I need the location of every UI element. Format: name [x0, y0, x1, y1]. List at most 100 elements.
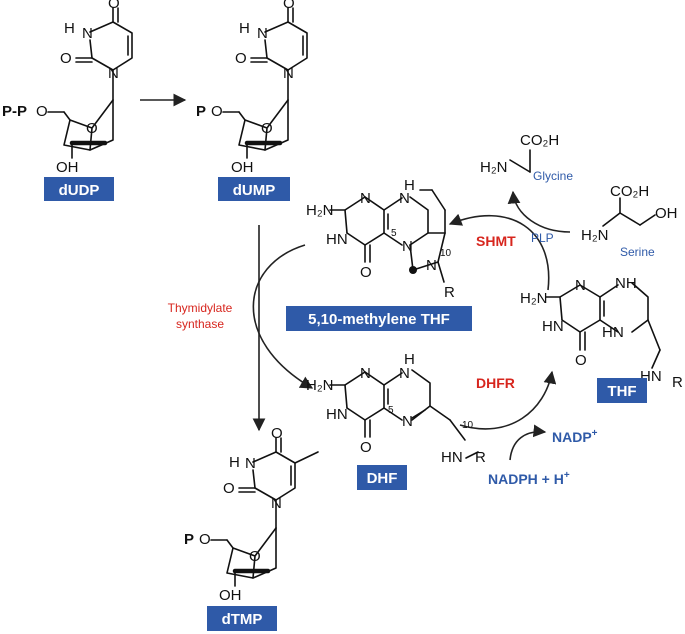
dump-h: H: [239, 20, 250, 37]
dudp-badge: [44, 177, 114, 201]
dudp-label: dUDP: [59, 182, 100, 199]
dudp-o-ring: O: [86, 120, 98, 137]
dtmp-o-left: O: [223, 480, 235, 497]
dtmp-h: H: [229, 454, 240, 471]
dudp-pp: P-P: [2, 103, 27, 120]
methylene-thf-badge: [286, 306, 472, 331]
mthf-o: O: [360, 264, 372, 281]
arrow-methylene-dhf: [252, 244, 314, 389]
dudp-o-left: O: [60, 50, 72, 67]
dump-o-phos: O: [211, 103, 223, 120]
dtmp-oh: OH: [219, 587, 242, 604]
dhf-o: O: [360, 439, 372, 456]
thf-r: R: [672, 374, 683, 391]
shmt-label: SHMT: [476, 233, 516, 249]
nadph-label: NADPH + H+: [488, 470, 570, 487]
dhf-label: DHF: [367, 470, 398, 487]
glycine-label: Glycine: [533, 169, 573, 183]
dtmp-o-phos: O: [199, 531, 211, 548]
mthf-n5: N: [402, 238, 413, 255]
serine-oh: OH: [655, 205, 678, 222]
serine-h2n: H₂N: [581, 227, 609, 244]
methylene-thf-structure: H₂N N N H HN N 5 O N 10 R: [306, 177, 455, 301]
dtmp-structure: O O O H N N OH P O: [184, 425, 319, 604]
dtmp-n1: N: [245, 455, 256, 472]
plp-label: PLP: [531, 231, 554, 245]
dudp-n3: N: [108, 65, 119, 82]
dtmp-badge: [207, 606, 277, 631]
mthf-n2: N: [399, 190, 410, 207]
dudp-h: H: [64, 20, 75, 37]
thymidylate-synthase-line1: Thymidylate: [168, 301, 233, 315]
dump-o-left: O: [235, 50, 247, 67]
serine-label: Serine: [620, 245, 655, 259]
thf-badge: [597, 378, 647, 403]
arrow-thf-methylene: [448, 213, 550, 291]
dhf-pos10: 10: [462, 420, 474, 431]
arrow-dhf-thf: [459, 370, 557, 430]
dump-oh: OH: [231, 159, 254, 176]
dudp-o-phos: O: [36, 103, 48, 120]
dhf-n5: N: [402, 413, 413, 430]
thf-structure: H₂N N NH HN N H O HN R: [520, 275, 683, 391]
serine-co2h: CO₂H: [610, 183, 649, 200]
dump-label: dUMP: [233, 182, 276, 199]
thf-label: THF: [607, 383, 636, 400]
dudp-n1: N: [82, 25, 93, 42]
dhfr-label: DHFR: [476, 375, 515, 391]
nadph-text: NADPH + H: [488, 471, 564, 487]
glycine-h2n: H₂N: [480, 159, 508, 176]
mthf-pos5: 5: [391, 228, 397, 239]
dump-badge: [218, 177, 290, 201]
dhf-hn: HN: [326, 406, 348, 423]
thf-h2n: H₂N: [520, 290, 548, 307]
arrow-nadph-nadp: [509, 424, 547, 461]
dtmp-p: P: [184, 531, 194, 548]
thymidylate-synthase-line2: synthase: [176, 317, 224, 331]
dump-structure: O O O H N N OH P O: [196, 0, 308, 176]
dhf-h-top: H: [404, 351, 415, 368]
thf-nh-top: NH: [615, 275, 637, 292]
thf-hn: HN: [542, 318, 564, 335]
dhf-pos5: 5: [388, 405, 394, 416]
dump-n3: N: [283, 65, 294, 82]
dump-o-ring: O: [261, 120, 273, 137]
dudp-o-top: O: [108, 0, 120, 12]
nadp-text: NADP: [552, 429, 592, 445]
glycine-structure: CO₂H H₂N: [480, 132, 559, 176]
dump-p: P: [196, 103, 206, 120]
mthf-pos10: 10: [440, 248, 452, 259]
thf-h5: H: [602, 324, 613, 341]
thf-n1: N: [575, 277, 586, 294]
dudp-structure: O O O H N N OH P-P O: [2, 0, 133, 176]
mthf-hn: HN: [326, 231, 348, 248]
arrow-serine-glycine: [507, 190, 571, 233]
mthf-h-top: H: [404, 177, 415, 194]
mthf-n10: N: [426, 257, 437, 274]
methylene-thf-label: 5,10-methylene THF: [308, 311, 450, 328]
dtmp-n3: N: [271, 495, 282, 512]
dhf-hn-r: HN: [441, 449, 463, 466]
dtmp-o-top: O: [271, 425, 283, 442]
dhf-badge: [357, 465, 407, 490]
dhf-h2n: H₂N: [306, 377, 334, 394]
mthf-n1: N: [360, 190, 371, 207]
dtmp-label: dTMP: [222, 611, 263, 628]
dhf-n2: N: [399, 365, 410, 382]
dudp-oh: OH: [56, 159, 79, 176]
nadp-label: NADP+: [552, 428, 598, 445]
dump-n1: N: [257, 25, 268, 42]
thf-o: O: [575, 352, 587, 369]
dhf-structure: H₂N N N H HN N 5 O 10 HN R: [306, 351, 486, 466]
serine-structure: CO₂H H₂N OH: [581, 183, 678, 244]
thf-n5: N: [613, 324, 624, 341]
mthf-h2n: H₂N: [306, 202, 334, 219]
dtmp-o-ring: O: [249, 548, 261, 565]
nadp-sup: +: [592, 428, 598, 439]
dump-o-top: O: [283, 0, 295, 12]
dhf-r: R: [475, 449, 486, 466]
nadph-sup: +: [564, 470, 570, 481]
glycine-co2h: CO₂H: [520, 132, 559, 149]
dhf-n1: N: [360, 365, 371, 382]
